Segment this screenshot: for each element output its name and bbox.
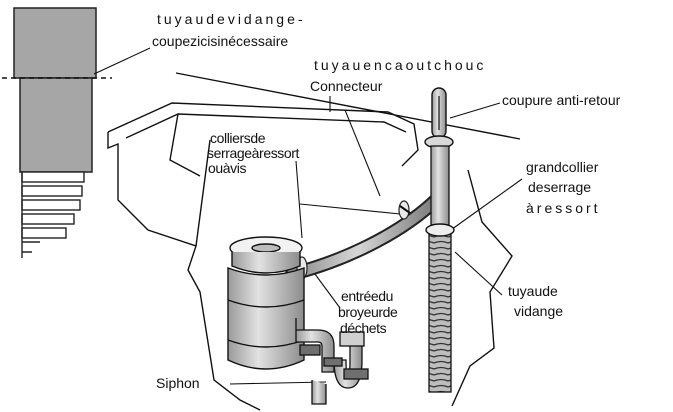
label-disposer-inlet-2: broyeurde bbox=[338, 304, 398, 320]
label-big-clamp-1: grandcollier bbox=[526, 159, 599, 175]
garbage-disposer bbox=[227, 236, 305, 370]
p-trap bbox=[295, 318, 369, 405]
big-spring-clamp bbox=[425, 223, 455, 237]
sink-rim-outer bbox=[107, 102, 419, 167]
sink-rim-inner bbox=[125, 113, 407, 139]
label-hose-cut-2: coupezicisinécessaire bbox=[152, 33, 289, 49]
label-disposer-inlet-1: entréedu bbox=[341, 288, 394, 304]
cabinet-right-wall bbox=[451, 169, 513, 407]
sink-cabinet bbox=[107, 72, 521, 411]
disposer-body bbox=[227, 266, 305, 370]
hose-ribs bbox=[21, 171, 85, 258]
label-disposer-inlet-3: déchets bbox=[340, 320, 387, 336]
cabinet-back bbox=[195, 139, 211, 247]
hose-lower-segment bbox=[19, 77, 93, 173]
label-hose-cut: tuyaudevidange- bbox=[157, 11, 306, 27]
label-drain-hose-1: tuyaude bbox=[508, 283, 558, 299]
drain-pipe-upper bbox=[430, 145, 450, 229]
air-gap-column bbox=[424, 87, 455, 393]
countertop-line bbox=[175, 72, 521, 140]
label-clamps-1: colliersde bbox=[210, 130, 266, 146]
trap-nut-1 bbox=[299, 344, 321, 356]
label-big-clamp-3: àressort bbox=[526, 200, 601, 216]
trap-nut-2 bbox=[343, 368, 369, 380]
rubber-hose-fill bbox=[287, 195, 441, 279]
hose-upper-segment bbox=[13, 7, 97, 79]
label-clamps-3: ouàvis bbox=[208, 160, 247, 176]
trap-nut-3 bbox=[323, 357, 343, 367]
label-rubber-hose: tuyauencaoutchouc bbox=[314, 57, 487, 73]
label-trap: Siphon bbox=[156, 375, 200, 391]
label-anti-siphon: coupure anti-retour bbox=[502, 92, 621, 108]
hose-detail bbox=[2, 7, 112, 258]
leader-lines bbox=[93, 47, 523, 385]
label-clamps-2: serrageàressort bbox=[207, 145, 300, 161]
basin-edge bbox=[169, 113, 201, 177]
label-drain-hose-2: vidange bbox=[514, 303, 564, 319]
label-connector: Connecteur bbox=[310, 78, 383, 94]
corrugated-drain-hose bbox=[428, 227, 452, 393]
label-big-clamp-2: deserrage bbox=[528, 179, 592, 195]
